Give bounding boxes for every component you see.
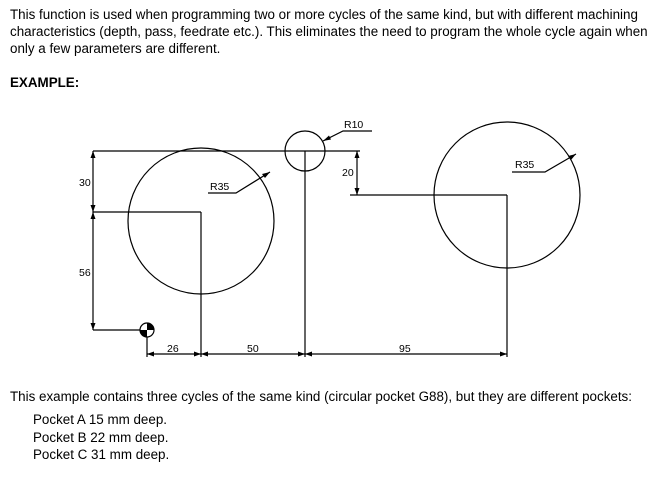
pocket-list: Pocket A 15 mm deep. Pocket B 22 mm deep… [33, 411, 169, 464]
technical-drawing: R10 R35 R35 20 30 56 26 50 95 [79, 119, 581, 357]
dimension-arrows [90, 135, 576, 357]
dim-26-label: 26 [167, 343, 179, 355]
r35-left-leader [208, 171, 271, 194]
r35-left-label: R35 [210, 181, 229, 193]
intro-paragraph: This function is used when programming t… [10, 7, 648, 56]
example-heading: EXAMPLE: [10, 75, 80, 90]
pocket-b-item: Pocket B 22 mm deep. [33, 429, 169, 445]
dim-20-label: 20 [342, 167, 354, 179]
pocket-c-item: Pocket C 31 mm deep. [33, 447, 170, 462]
origin-marker [139, 322, 155, 338]
dim-30-label: 30 [79, 177, 91, 189]
dim-56-label: 56 [79, 267, 91, 279]
r35-right-leader [512, 153, 577, 173]
r35-right-label: R35 [515, 159, 534, 171]
r10-label: R10 [344, 119, 363, 131]
summary-paragraph: This example contains three cycles of th… [10, 389, 632, 404]
dim-50-label: 50 [247, 343, 259, 355]
pocket-a-item: Pocket A 15 mm deep. [33, 412, 167, 427]
dim-95-label: 95 [399, 343, 411, 355]
